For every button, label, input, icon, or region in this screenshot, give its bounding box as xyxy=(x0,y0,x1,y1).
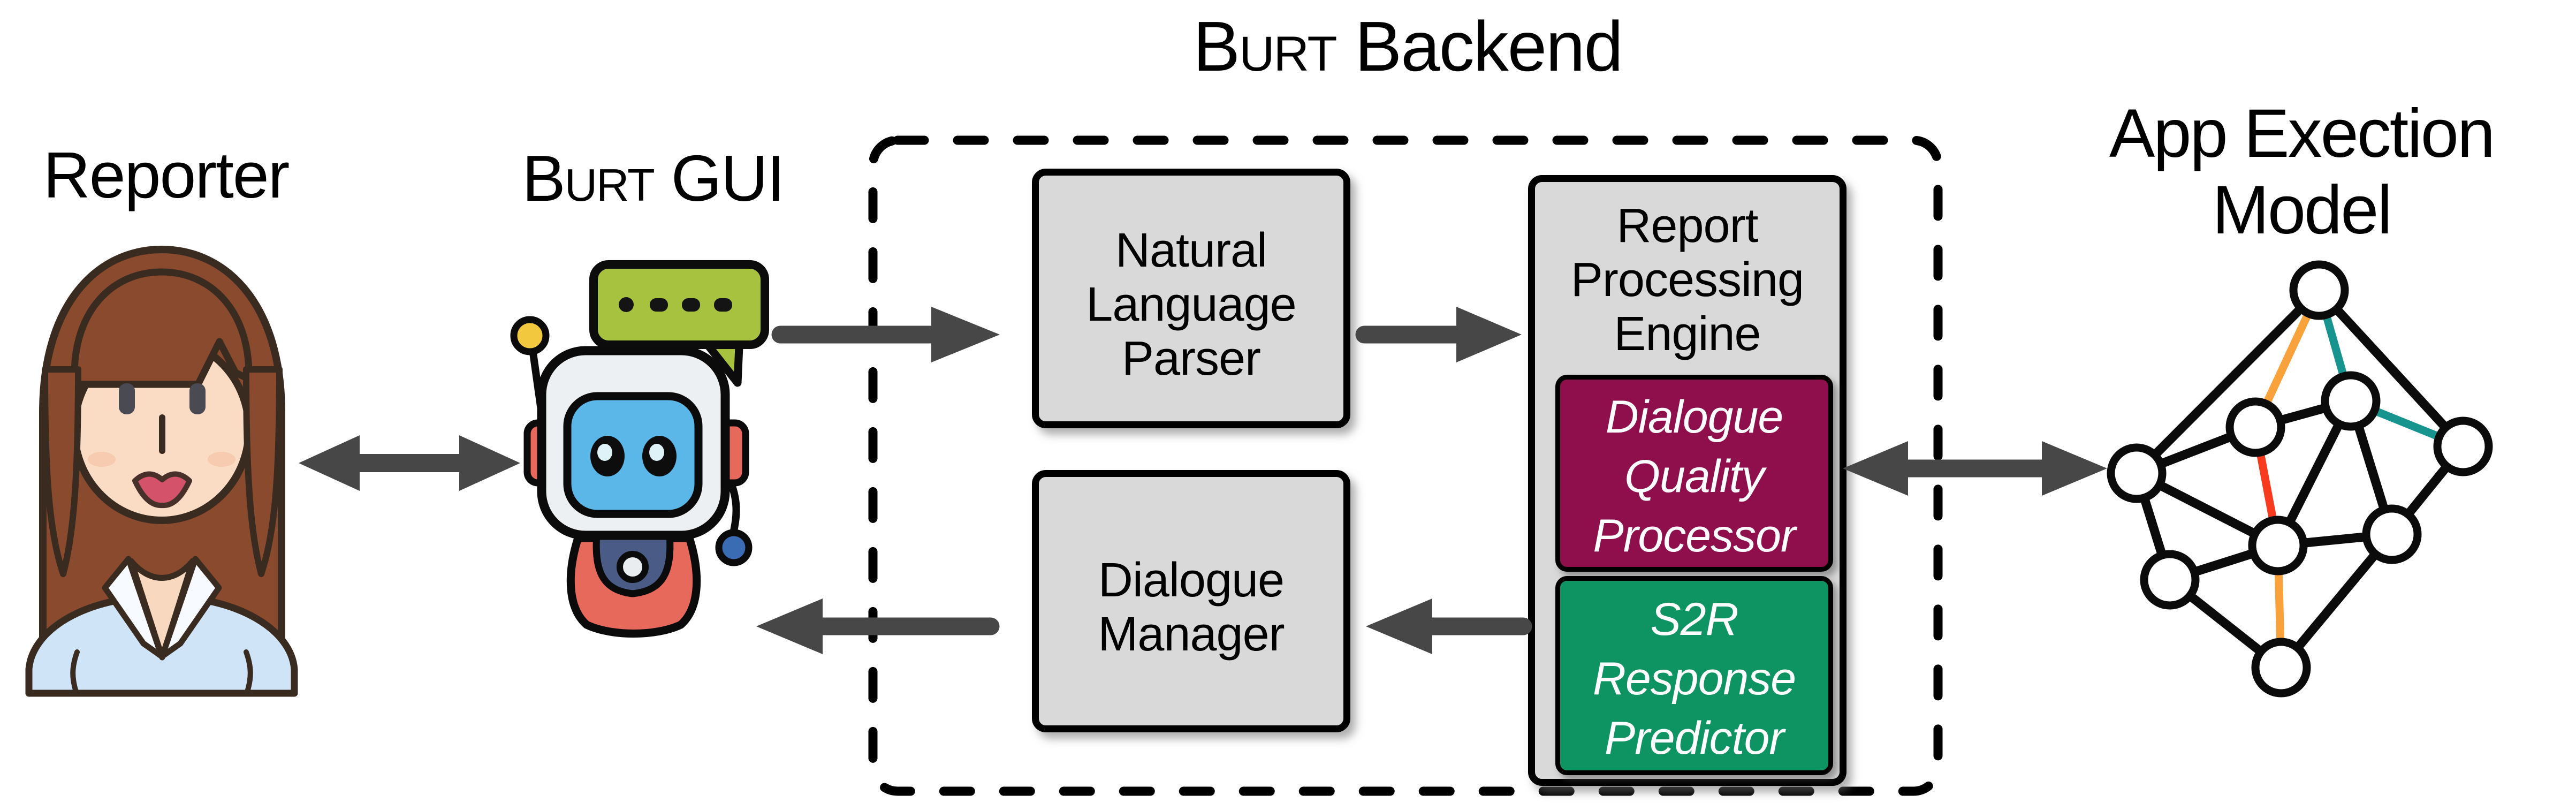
backend-boundary xyxy=(868,135,1943,796)
nlp-line: Natural xyxy=(1115,224,1267,277)
antenna-ball xyxy=(510,316,550,355)
speech-bubble-icon xyxy=(589,260,769,387)
dm-line: Dialogue xyxy=(1098,554,1285,607)
graph-edge xyxy=(2315,287,2467,450)
app-execution-graph-icon xyxy=(2107,260,2493,698)
dqp-line: Dialogue xyxy=(1605,391,1783,443)
backend-title-brand: Burt xyxy=(1193,7,1337,86)
graph-node xyxy=(2140,550,2200,610)
s2r-line: Predictor xyxy=(1604,713,1784,764)
hand-ball xyxy=(715,529,753,566)
graph-node xyxy=(2107,443,2167,503)
hair-lock-left xyxy=(42,366,81,577)
robot-pupil xyxy=(597,444,612,461)
graph-node xyxy=(2321,371,2381,431)
collar-left xyxy=(102,556,165,660)
blush xyxy=(208,452,235,467)
rpe-title: Report Processing Engine xyxy=(1535,199,1840,361)
robot-visor xyxy=(563,392,703,518)
arm xyxy=(727,482,740,535)
graph-node xyxy=(2433,416,2493,476)
burt-gui-label: Burt GUI xyxy=(503,143,803,214)
backend-title-rest: Backend xyxy=(1336,7,1623,86)
rpe-title-line: Processing xyxy=(1570,253,1804,307)
reporter-label: Reporter xyxy=(43,139,290,211)
graph-node xyxy=(2362,504,2422,564)
s2r-line: Response xyxy=(1592,653,1796,704)
graph-node xyxy=(2225,397,2285,457)
robot-pupil xyxy=(649,444,664,461)
rpe-box: Report Processing Engine Dialogue Qualit… xyxy=(1528,175,1846,786)
nlp-line: Parser xyxy=(1121,332,1261,385)
dqp-line: Quality xyxy=(1624,451,1765,502)
eye xyxy=(189,383,206,414)
burt-gui-rest: GUI xyxy=(654,142,785,215)
nlp-line: Language xyxy=(1086,278,1296,331)
graph-edge xyxy=(2133,286,2323,477)
graph-node xyxy=(2289,260,2349,320)
dqp-line: Processor xyxy=(1593,510,1796,562)
app-model-title: App Exection Model xyxy=(2082,95,2521,249)
app-model-title-line1: App Exection xyxy=(2109,95,2495,172)
lips xyxy=(132,471,192,509)
bangs xyxy=(71,268,253,388)
collar-right xyxy=(159,556,222,660)
blush xyxy=(88,452,116,467)
rpe-model-arrow xyxy=(1843,441,2107,496)
graph-edges-black xyxy=(2132,286,2467,671)
rpe-title-line: Report xyxy=(1616,199,1758,253)
burt-gui-brand: Burt xyxy=(522,142,655,215)
backend-title: Burt Backend xyxy=(1151,7,1665,86)
app-model-title-line2: Model xyxy=(2212,172,2392,249)
burt-robot-icon xyxy=(510,260,769,638)
graph-node xyxy=(2251,638,2311,698)
graph-node xyxy=(2248,516,2308,575)
gui-nlp-arrow xyxy=(771,307,1000,362)
dm-line: Manager xyxy=(1098,608,1285,661)
reporter-avatar-icon xyxy=(25,246,298,697)
hair-lock-right xyxy=(243,366,283,577)
bubble-dot xyxy=(714,298,732,312)
dm-gui-arrow xyxy=(756,599,1000,654)
chest-button xyxy=(617,551,649,583)
rpe-title-line: Engine xyxy=(1614,307,1761,361)
dqp-box: Dialogue Quality Processor xyxy=(1555,375,1833,572)
nlp-rpe-arrow xyxy=(1355,307,1522,362)
s2r-line: S2R xyxy=(1650,594,1738,645)
graph-nodes xyxy=(2107,260,2493,698)
nlp-box: Natural Language Parser xyxy=(1032,169,1350,428)
bubble-dot xyxy=(650,298,668,312)
bubble-dot xyxy=(682,298,700,312)
s2r-box: S2R Response Predictor xyxy=(1555,576,1833,775)
reporter-gui-arrow xyxy=(299,435,520,491)
rpe-dm-arrow xyxy=(1366,599,1532,654)
eye xyxy=(119,383,135,414)
bubble-dot xyxy=(619,297,634,312)
dialogue-manager-box: Dialogue Manager xyxy=(1032,470,1350,732)
